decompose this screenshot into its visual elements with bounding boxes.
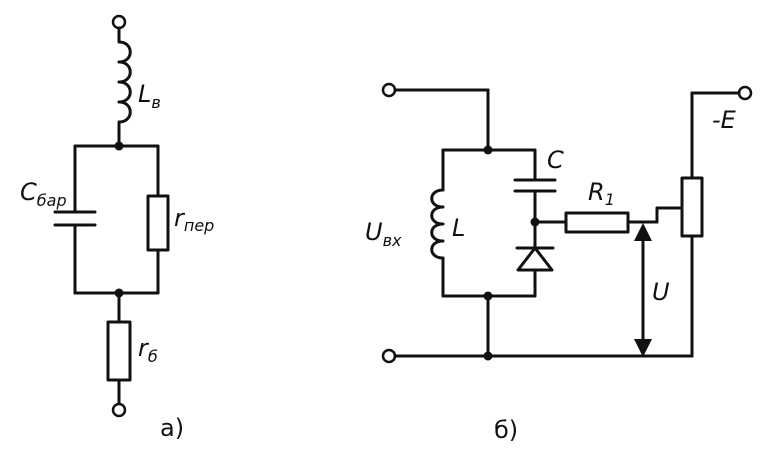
- label-cbar: Cбар: [20, 178, 67, 210]
- label-u: U: [652, 278, 670, 306]
- label-rb: rб: [138, 334, 158, 366]
- label-rper: rпер: [174, 204, 214, 235]
- label-r1: R1: [588, 178, 615, 209]
- terminal-in-top: [381, 82, 397, 98]
- terminal-in-bottom: [381, 348, 397, 364]
- label-uin: Uвх: [365, 218, 402, 250]
- label-l: L: [452, 214, 465, 242]
- diode-triangle: [516, 246, 554, 272]
- label-c: C: [547, 146, 564, 174]
- potentiometer: [680, 176, 704, 238]
- caption-a: а): [160, 414, 184, 442]
- label-supply: -E: [712, 106, 737, 134]
- resistor-rper: [146, 194, 170, 252]
- resistor-rb: [106, 320, 132, 382]
- circuit-b: Uвх L C R1 -E U б): [365, 82, 753, 444]
- terminal-bottom-a: [111, 402, 127, 418]
- resistor-r1: [564, 211, 630, 234]
- inductor-l: [430, 188, 445, 260]
- caption-b: б): [494, 416, 518, 444]
- circuit-a: Lв Cбар rпер rб а): [20, 14, 214, 442]
- terminal-top-a: [111, 14, 127, 30]
- inductor-lb: [117, 40, 132, 124]
- label-lb: Lв: [138, 80, 161, 112]
- terminal-supply: [737, 85, 753, 101]
